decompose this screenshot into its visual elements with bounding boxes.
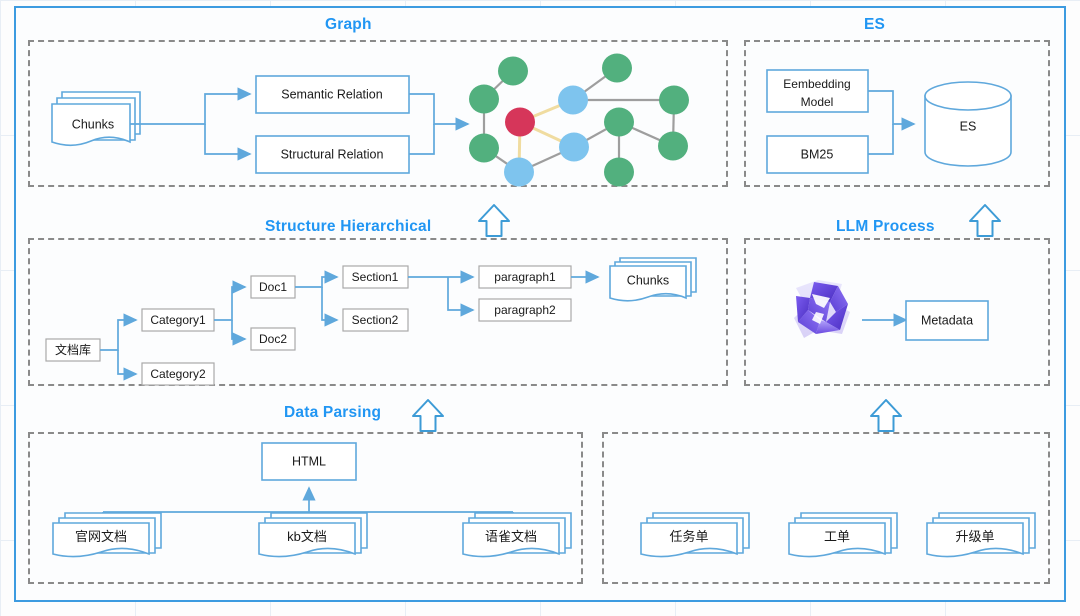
doc-stack-label: 任务单	[669, 529, 708, 544]
graph-node-green[interactable]	[469, 84, 499, 114]
category1-label: Category1	[150, 313, 206, 327]
chunks-label-structure: Chunks	[627, 273, 669, 287]
es-datastore-cylinder[interactable]: ES	[924, 81, 1012, 167]
graph-node-blue[interactable]	[504, 157, 534, 187]
edge-structural-to-network	[409, 124, 435, 155]
box-embedding-model[interactable]: Eembedding Model	[766, 69, 869, 113]
ticket-source-stacks: 任务单 工单 升级单	[640, 512, 1036, 558]
section-title-structure: Structure Hierarchical	[265, 218, 432, 235]
panel-graph	[28, 40, 728, 187]
qwen-logo-icon	[794, 280, 850, 338]
doc-stack-label: 工单	[824, 529, 850, 544]
knowledge-graph-network	[469, 53, 689, 187]
graph-node-green[interactable]	[469, 133, 499, 163]
embedding-model-label-line2: Model	[801, 95, 834, 109]
panel-tickets	[602, 432, 1050, 584]
chunks-label-graph: Chunks	[72, 117, 114, 131]
graph-node-green[interactable]	[602, 53, 632, 83]
html-label: HTML	[292, 454, 326, 468]
section-title-llm: LLM Process	[836, 218, 935, 235]
edge-section1-to-paragraph2	[447, 277, 475, 317]
arrow-tickets-to-llm	[870, 399, 902, 432]
paragraph2-label: paragraph2	[494, 303, 556, 317]
metadata-label: Metadata	[921, 313, 973, 327]
section-title-es: ES	[864, 16, 886, 33]
embedding-model-label-line1: Eembedding	[783, 77, 850, 91]
doc-stack-front[interactable]	[926, 522, 1024, 558]
chunks-stack-structure: Chunks	[609, 257, 697, 302]
doc-stack-label: 官网文档	[75, 529, 127, 544]
graph-node-blue[interactable]	[559, 132, 589, 162]
edge-chunks-to-structural	[204, 124, 252, 161]
root-label: 文档库	[55, 342, 91, 357]
box-paragraph1[interactable]: paragraph1	[478, 265, 572, 289]
box-category1[interactable]: Category1	[141, 308, 215, 332]
edge-category1-to-doc2	[231, 320, 247, 346]
structural-relation-label: Structural Relation	[281, 147, 384, 161]
box-html[interactable]: HTML	[261, 442, 357, 481]
box-bm25[interactable]: BM25	[766, 135, 869, 174]
edge-semantic-to-network	[409, 93, 470, 131]
arrow-llm-to-es	[969, 204, 1001, 237]
doc-stack-front[interactable]	[788, 522, 886, 558]
box-doc1[interactable]: Doc1	[250, 275, 296, 299]
edge-doc1-to-section2	[321, 287, 339, 327]
es-store-label: ES	[960, 119, 977, 133]
flow-arrow-group	[412, 204, 1001, 432]
graph-node-green[interactable]	[658, 131, 688, 161]
bm25-label: BM25	[801, 147, 834, 161]
paragraph1-label: paragraph1	[494, 270, 556, 284]
edge-root-to-category1	[100, 313, 138, 351]
box-section1[interactable]: Section1	[342, 265, 409, 289]
box-category2[interactable]: Category2	[141, 362, 215, 386]
edge-chunks-to-semantic	[130, 87, 252, 125]
section2-label: Section2	[352, 313, 399, 327]
edge-embedding-to-es	[868, 90, 916, 131]
box-metadata[interactable]: Metadata	[905, 300, 989, 341]
edge-doc1-to-section1	[295, 270, 339, 288]
semantic-relation-label: Semantic Relation	[281, 87, 382, 101]
box-doc2[interactable]: Doc2	[250, 327, 296, 351]
graph-node-green[interactable]	[604, 157, 634, 187]
chunks-stack-graph: Chunks	[51, 91, 141, 147]
panel-parsing	[28, 432, 583, 584]
doc-stack-front[interactable]	[640, 522, 738, 558]
doc-stack-front[interactable]	[462, 522, 560, 558]
doc-stack-label: kb文档	[287, 529, 327, 544]
arrow-parsing-to-structure	[412, 399, 444, 432]
panel-structure	[28, 238, 728, 386]
doc-stack-front[interactable]	[52, 522, 150, 558]
section1-label: Section1	[352, 270, 399, 284]
doc-stack-front[interactable]	[258, 522, 356, 558]
box-section2[interactable]: Section2	[342, 308, 409, 332]
box-semantic-relation[interactable]: Semantic Relation	[255, 75, 410, 114]
category2-label: Category2	[150, 367, 206, 381]
box-root-doc-library[interactable]: 文档库	[45, 338, 101, 362]
parsing-source-stacks: 官网文档 kb文档 语雀文档	[52, 512, 572, 558]
edge-category1-to-doc1	[214, 280, 247, 321]
graph-node-green[interactable]	[659, 85, 689, 115]
panel-llm	[744, 238, 1050, 386]
graph-node-red[interactable]	[505, 107, 535, 137]
arrow-structure-to-graph	[478, 204, 510, 237]
edge-root-to-category2	[117, 350, 138, 381]
box-structural-relation[interactable]: Structural Relation	[255, 135, 410, 174]
panel-es	[744, 40, 1050, 187]
box-paragraph2[interactable]: paragraph2	[478, 298, 572, 322]
graph-node-green[interactable]	[498, 56, 528, 86]
edge-bm25-to-es	[868, 124, 894, 155]
doc2-label: Doc2	[259, 332, 287, 346]
doc-stack-label: 升级单	[955, 529, 994, 544]
section-title-parsing: Data Parsing	[284, 404, 382, 421]
doc1-label: Doc1	[259, 280, 287, 294]
doc-stack-label: 语雀文档	[485, 529, 537, 544]
section-title-graph: Graph	[325, 16, 372, 33]
graph-node-green[interactable]	[604, 107, 634, 137]
graph-node-blue[interactable]	[558, 85, 588, 115]
